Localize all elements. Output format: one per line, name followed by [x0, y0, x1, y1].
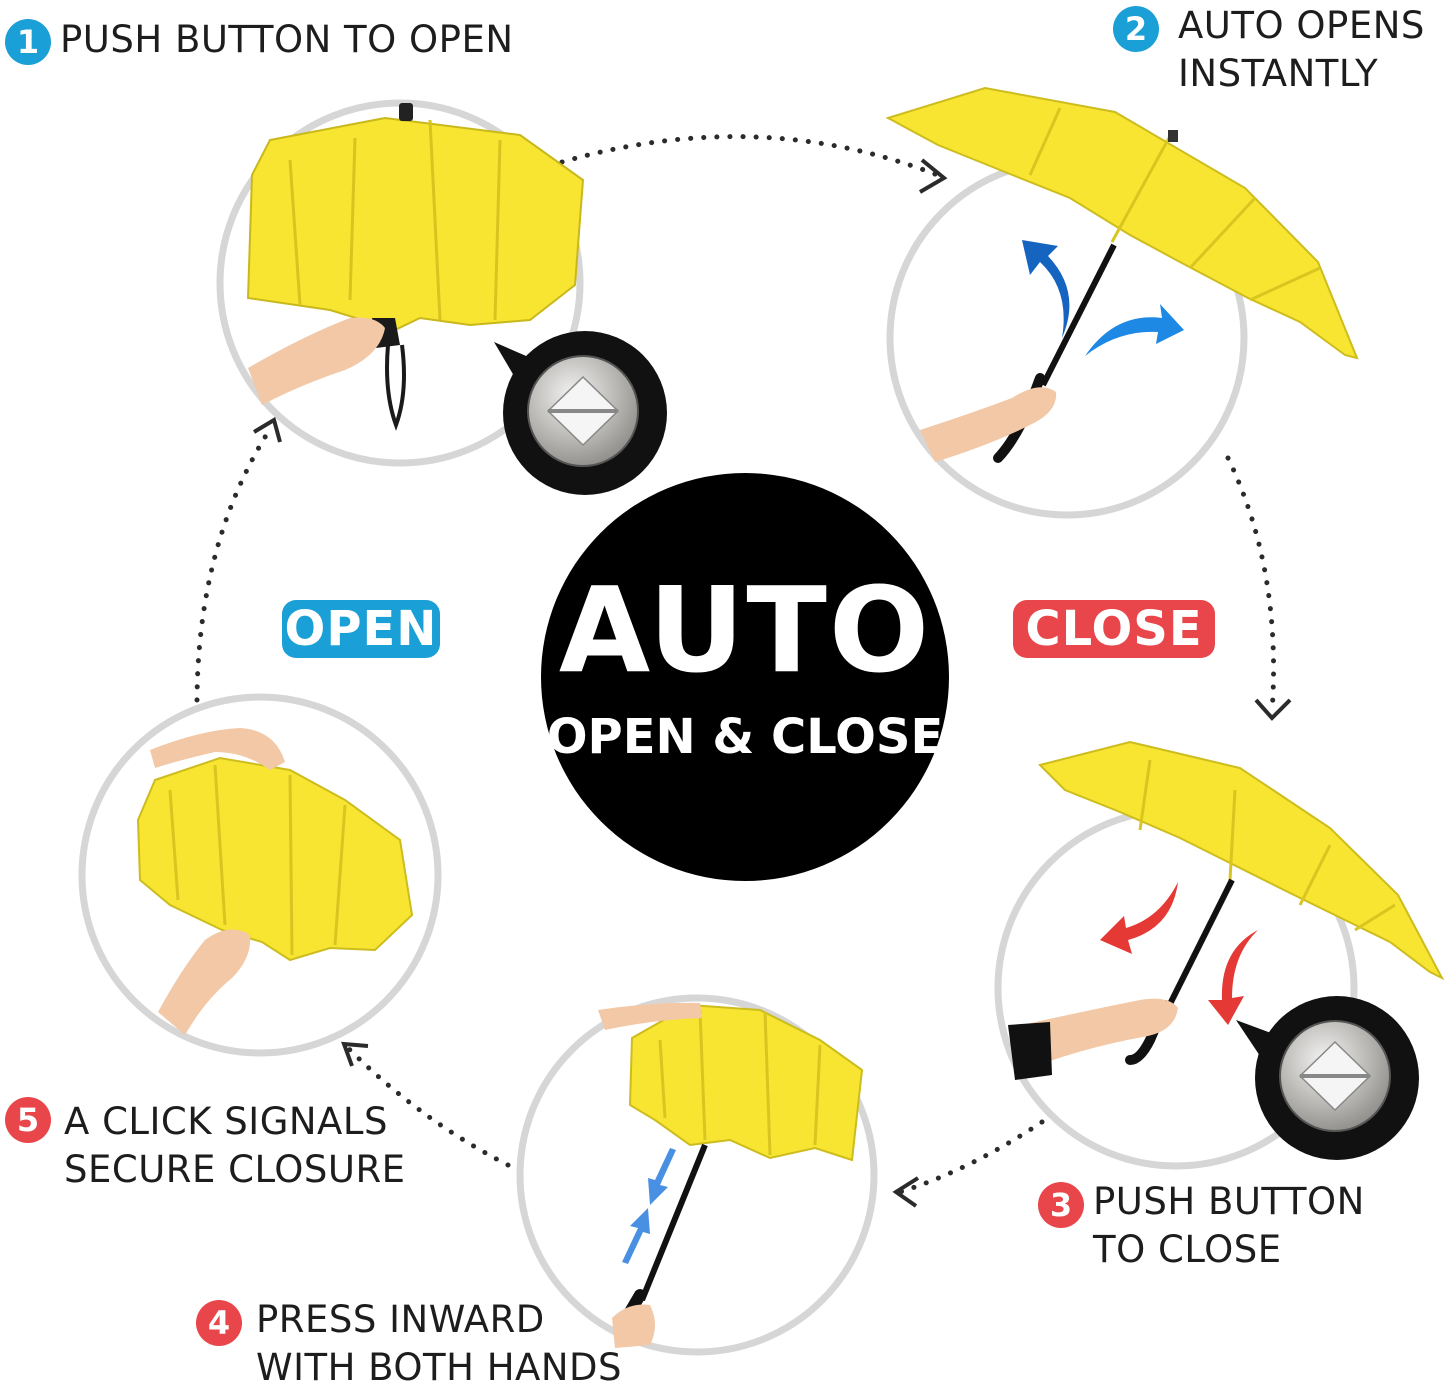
umbrella-pressed-inward-icon — [628, 1003, 864, 1162]
step-2-line-1: AUTO OPENS — [1178, 4, 1425, 47]
blue-press-up-arrow-icon — [622, 1208, 650, 1264]
center-title: AUTO — [558, 561, 932, 699]
open-phase-label: OPEN — [282, 600, 440, 658]
step-3-label: PUSH BUTTON TO CLOSE — [1093, 1178, 1365, 1274]
arrow-head-4 — [892, 1176, 920, 1208]
step-4-number-badge: 4 — [196, 1300, 242, 1346]
step-2-label: AUTO OPENS INSTANTLY — [1178, 2, 1425, 98]
step-3-line-2: TO CLOSE — [1093, 1228, 1282, 1272]
arrow-5-to-1 — [194, 423, 275, 703]
red-down-arrow-icon — [1208, 930, 1258, 1025]
step-3-illustration — [994, 740, 1445, 1170]
arrow-3-to-4 — [897, 1119, 1045, 1195]
blue-press-down-arrow-icon — [648, 1148, 676, 1205]
cycle-arrow-heads — [252, 158, 1292, 1208]
arrow-head-3 — [1254, 698, 1292, 721]
step-5-illustration — [78, 693, 442, 1057]
red-down-left-arrow-icon — [1100, 882, 1178, 954]
arrow-head-1 — [252, 416, 282, 443]
step-1-illustration — [216, 99, 667, 495]
center-subtitle: OPEN & CLOSE — [546, 709, 944, 765]
push-button-icon-2 — [1236, 996, 1419, 1160]
step-1-number-badge: 1 — [5, 19, 51, 65]
step-3-number-badge: 3 — [1038, 1182, 1084, 1228]
step-2-illustration — [885, 86, 1359, 519]
arrow-2-to-3 — [1225, 455, 1277, 715]
cycle-arrows — [194, 134, 1277, 1195]
step-2-line-2: INSTANTLY — [1178, 52, 1379, 96]
step-5-number-badge: 5 — [5, 1097, 51, 1143]
step-3-line-1: PUSH BUTTON — [1093, 1180, 1365, 1223]
arrow-head-5 — [341, 1041, 369, 1067]
blue-up-arrow-icon — [1022, 240, 1070, 338]
arrow-4-to-5 — [345, 1045, 511, 1168]
step-4-illustration — [516, 994, 878, 1356]
step-5-line-2: SECURE CLOSURE — [64, 1148, 406, 1192]
center-badge: AUTO OPEN & CLOSE — [541, 473, 949, 881]
step-4-label: PRESS INWARD WITH BOTH HANDS — [256, 1296, 622, 1392]
step-1-line-1: PUSH BUTTON TO OPEN — [60, 18, 514, 61]
blue-right-arrow-icon — [1085, 304, 1184, 356]
push-button-icon — [494, 331, 667, 495]
arrow-1-to-2 — [559, 134, 943, 179]
step-4-line-1: PRESS INWARD — [256, 1298, 545, 1341]
step-4-line-2: WITH BOTH HANDS — [256, 1346, 623, 1390]
step-2-number-badge: 2 — [1113, 6, 1159, 52]
arrow-head-2 — [918, 158, 948, 194]
step-1-label: PUSH BUTTON TO OPEN — [60, 16, 514, 64]
step-5-line-1: A CLICK SIGNALS — [64, 1100, 388, 1143]
close-phase-label: CLOSE — [1013, 600, 1215, 658]
step-5-label: A CLICK SIGNALS SECURE CLOSURE — [64, 1098, 406, 1194]
